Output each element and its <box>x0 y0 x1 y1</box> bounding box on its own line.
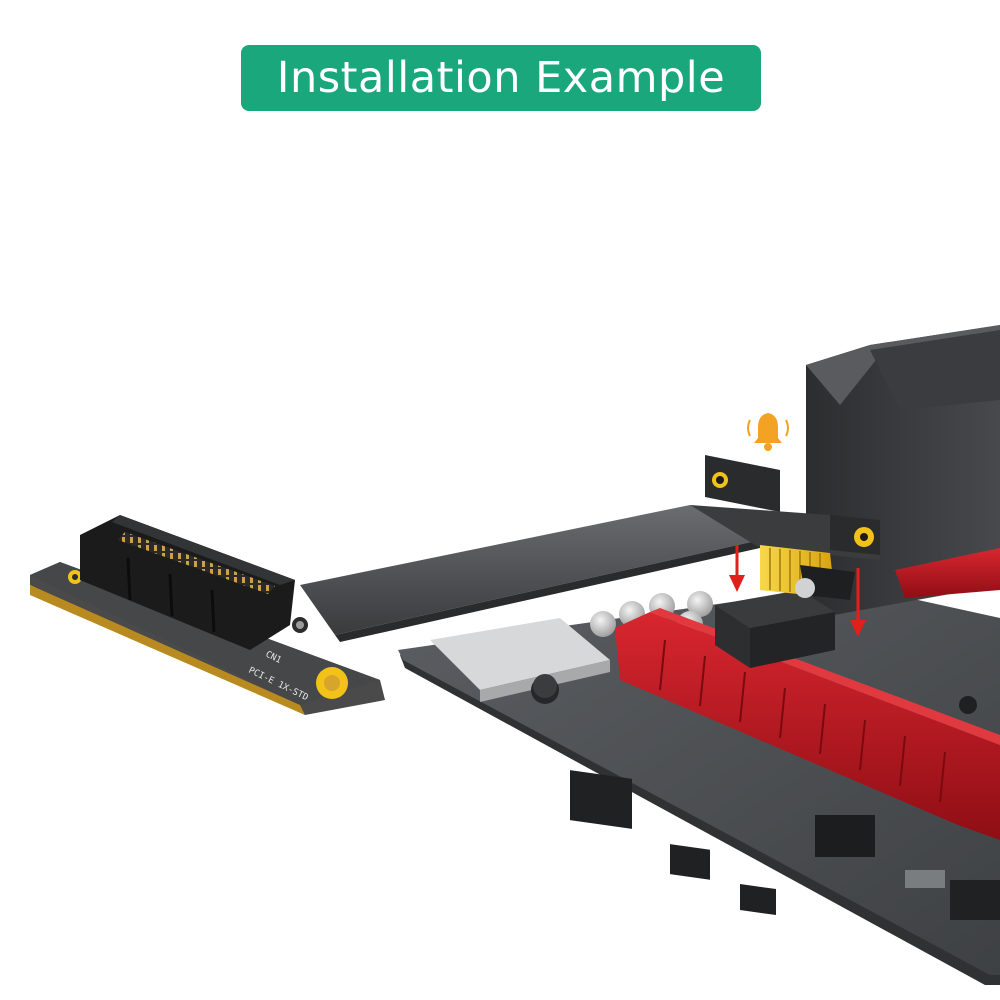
pin-headers <box>570 770 1000 920</box>
title-badge: Installation Example <box>241 45 761 111</box>
arrow-down-icon <box>850 568 866 637</box>
page-title: Installation Example <box>276 53 726 103</box>
pcie-x1-slot <box>715 590 835 668</box>
bell-icon <box>747 413 789 451</box>
arrow-down-icon <box>729 545 745 592</box>
adapter-board: PCI-E 1X-STD CN1 <box>30 562 385 715</box>
pcie-slot-upper <box>895 548 1000 598</box>
riser-bracket <box>690 455 880 600</box>
ribbon-cable <box>300 505 760 642</box>
adapter-pcie-slot <box>80 515 308 650</box>
